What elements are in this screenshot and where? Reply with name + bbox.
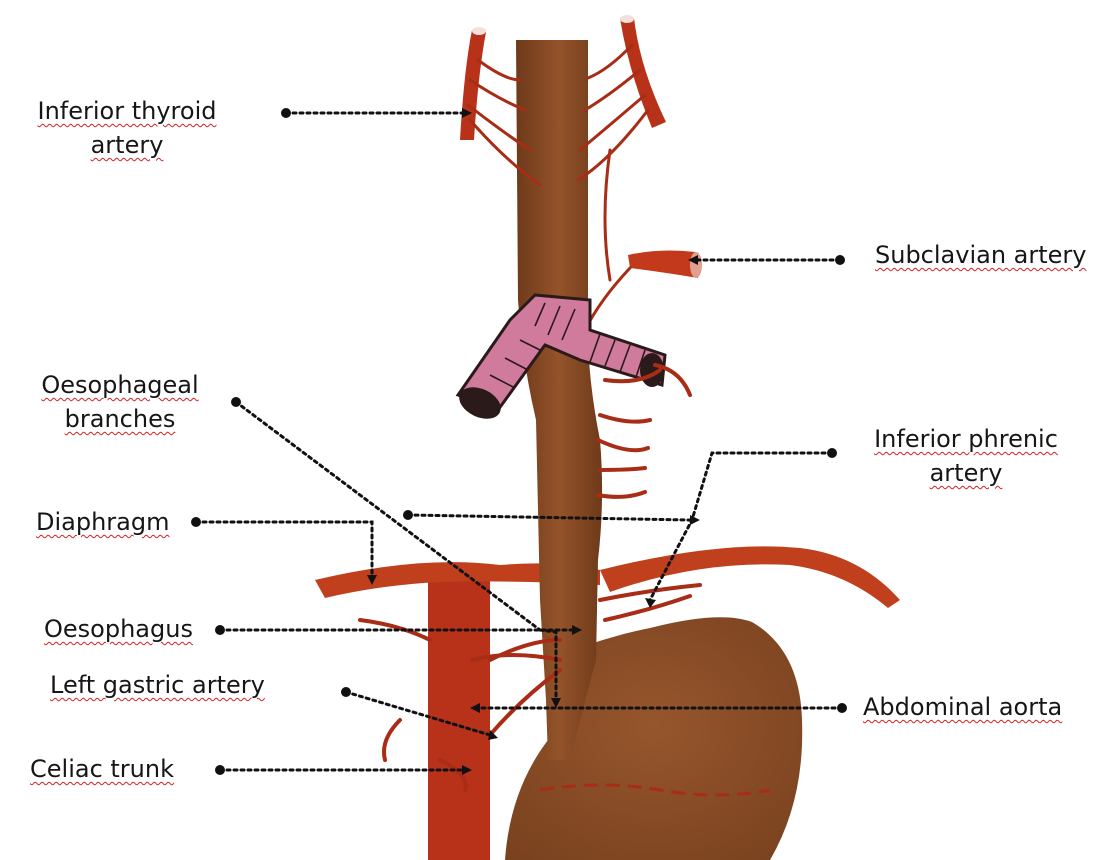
label-inferior-thyroid-line1: Inferior thyroid: [12, 96, 242, 126]
label-celiac-trunk: Celiac trunk: [30, 754, 174, 784]
diaphragm-right-shape: [600, 546, 900, 608]
leader-inferior-phrenic: [650, 453, 832, 600]
label-inferior-thyroid-line2: artery: [12, 130, 242, 160]
label-inferior-phrenic-line2: artery: [848, 458, 1084, 488]
label-left-gastric-artery: Left gastric artery: [50, 670, 265, 700]
leader-diaphragm: [196, 522, 372, 575]
abdominal-aorta-shape: [428, 575, 490, 860]
label-oesophageal-branches-line1: Oesophageal: [20, 370, 220, 400]
label-diaphragm: Diaphragm: [36, 507, 170, 537]
oesophageal-branches: [598, 365, 690, 497]
label-subclavian-artery: Subclavian artery: [875, 240, 1087, 270]
label-oesophageal-branches-line2: branches: [20, 404, 220, 434]
label-inferior-phrenic-line1: Inferior phrenic: [848, 424, 1084, 454]
subclavian-artery-shape: [628, 251, 698, 278]
label-oesophagus: Oesophagus: [44, 614, 193, 644]
label-abdominal-aorta: Abdominal aorta: [863, 692, 1062, 722]
